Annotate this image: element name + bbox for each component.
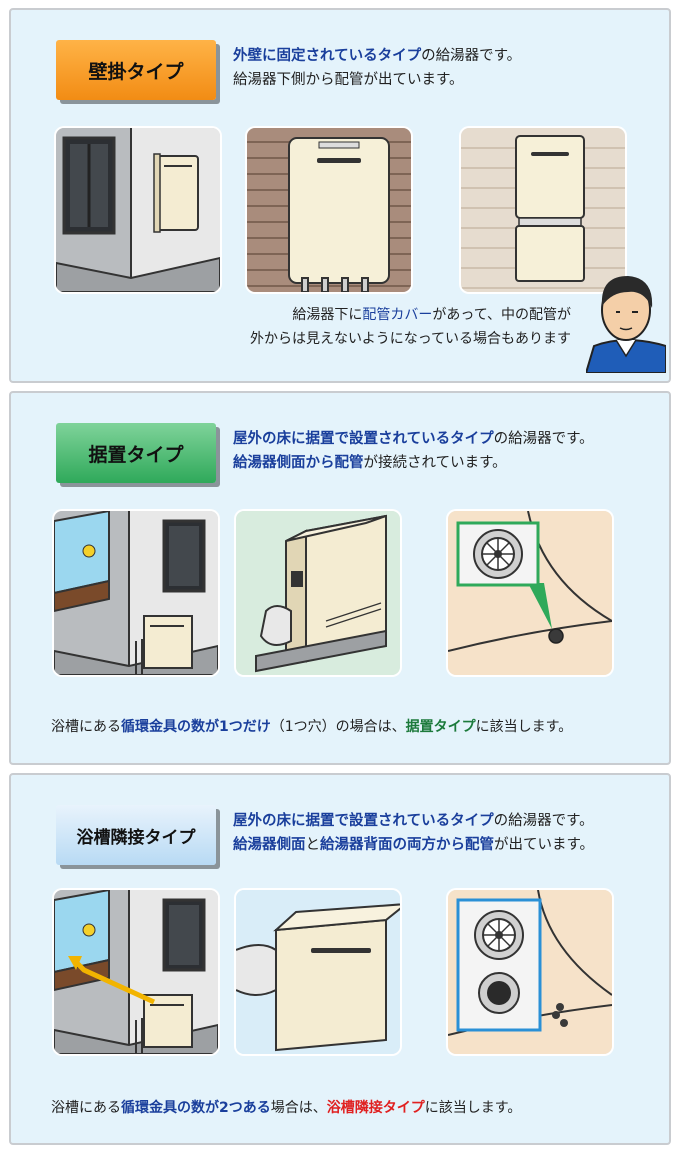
desc-text: の給湯器です。: [493, 431, 594, 447]
caption-text: に該当します。: [475, 719, 573, 735]
caption-text: （1つ穴）の場合は、: [270, 719, 406, 735]
single-circulation-fitting-closeup: [448, 511, 612, 675]
caption-text: 場合は、: [270, 1100, 327, 1116]
floor-standing-badge: 据置タイプ: [56, 423, 216, 483]
desc-text: 給湯器下側から配管が出ています。: [233, 72, 464, 88]
desc-highlight: 給湯器側面: [233, 837, 306, 853]
desc-text: が出ています。: [494, 837, 595, 853]
caption-type-highlight: 浴槽隣接タイプ: [326, 1100, 425, 1116]
desc-text: と: [305, 837, 321, 853]
wall-mount-description: 外壁に固定されているタイプの給湯器です。 給湯器下側から配管が出ています。: [233, 44, 663, 92]
caption-type-highlight: 据置タイプ: [405, 719, 476, 735]
note-highlight: 配管カバー: [362, 307, 433, 323]
wall-mount-house-illustration: [56, 128, 220, 292]
caption-text: に該当します。: [424, 1100, 522, 1116]
bath-adjacent-badge: 浴槽隣接タイプ: [56, 805, 216, 865]
wall-mount-heater-photo: [247, 128, 411, 292]
double-circulation-fitting-closeup: [448, 890, 612, 1054]
caption-text: 浴槽にある: [51, 719, 121, 735]
bath-adjacent-section: 浴槽隣接タイプ 屋外の床に据置で設置されているタイプの給湯器です。 給湯器側面と…: [9, 773, 671, 1145]
caption-text: 浴槽にある: [51, 1100, 121, 1116]
floor-standing-caption: 浴槽にある循環金具の数が1つだけ（1つ穴）の場合は、据置タイプに該当します。: [51, 716, 572, 736]
desc-text: の給湯器です。: [493, 813, 594, 829]
desc-highlight: 屋外の床に据置で設置されているタイプ: [233, 813, 494, 829]
caption-highlight: 循環金具の数が2つある: [121, 1100, 271, 1116]
floor-standing-section: 据置タイプ 屋外の床に据置で設置されているタイプの給湯器です。 給湯器側面から配…: [9, 391, 671, 765]
wall-mount-section: 壁掛タイプ 外壁に固定されているタイプの給湯器です。 給湯器下側から配管が出てい…: [9, 8, 671, 383]
bath-adjacent-heater-illustration: [236, 890, 400, 1054]
floor-standing-description: 屋外の床に据置で設置されているタイプの給湯器です。 給湯器側面から配管が接続され…: [233, 427, 663, 475]
pipe-cover-note: 給湯器下に配管カバーがあって、中の配管が 外からは見えないようになっている場合も…: [131, 303, 571, 351]
floor-standing-heater-side-pipes: [236, 511, 400, 675]
advisor-avatar: [584, 268, 667, 374]
floor-standing-house-illustration: [54, 511, 218, 675]
desc-highlight: 給湯器側面から配管: [233, 455, 364, 471]
desc-highlight: 給湯器背面の両方から配管: [320, 837, 494, 853]
desc-text: の給湯器です。: [421, 48, 522, 64]
desc-text: が接続されています。: [363, 455, 507, 471]
wall-mount-heater-with-cover-photo: [461, 128, 625, 292]
note-text: があって、中の配管が: [432, 307, 571, 323]
note-text: 外からは見えないようになっている場合もあります: [249, 331, 571, 347]
wall-mount-badge: 壁掛タイプ: [56, 40, 216, 100]
bath-adjacent-caption: 浴槽にある循環金具の数が2つある場合は、浴槽隣接タイプに該当します。: [51, 1097, 521, 1117]
bath-adjacent-description: 屋外の床に据置で設置されているタイプの給湯器です。 給湯器側面と給湯器背面の両方…: [233, 809, 663, 857]
caption-highlight: 循環金具の数が1つだけ: [121, 719, 271, 735]
note-text: 給湯器下に: [292, 307, 363, 323]
desc-highlight: 外壁に固定されているタイプ: [233, 48, 422, 64]
bath-adjacent-house-illustration: [54, 890, 218, 1054]
desc-highlight: 屋外の床に据置で設置されているタイプ: [233, 431, 494, 447]
